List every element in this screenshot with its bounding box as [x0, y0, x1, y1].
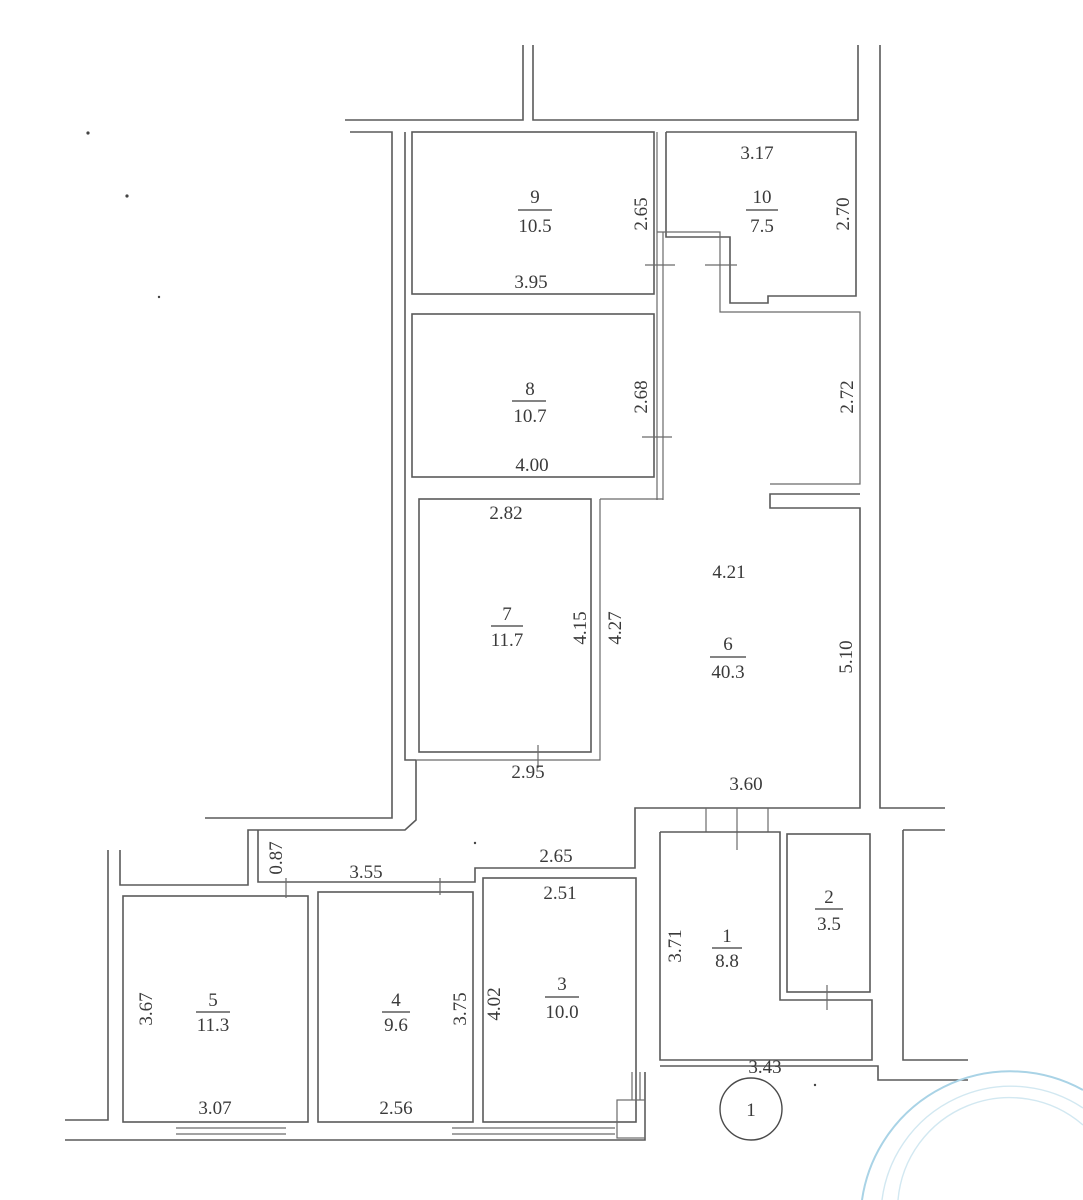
room-4-outline: [317, 878, 474, 1123]
room-label-3: 3 10.0: [545, 974, 579, 1023]
svg-text:10.7: 10.7: [513, 406, 546, 427]
svg-text:40.3: 40.3: [711, 662, 744, 683]
room-label-4: 4 9.6: [382, 990, 410, 1036]
svg-text:7: 7: [502, 604, 512, 625]
dim-passage: 0.87: [266, 841, 287, 874]
dim-r1-height: 3.71: [665, 929, 686, 962]
room-label-6: 6 40.3: [710, 634, 746, 683]
room-8-outline: [411, 313, 672, 478]
corridor-walls: [645, 132, 861, 500]
room-6-walls: [705, 808, 769, 850]
dim-r9-height: 2.65: [631, 197, 652, 230]
svg-text:3.5: 3.5: [817, 914, 841, 935]
room-1-outline: [659, 831, 873, 1061]
svg-text:4: 4: [391, 990, 401, 1011]
room-label-7: 7 11.7: [491, 604, 524, 651]
dim-r3-top: 2.51: [543, 883, 576, 904]
dim-r7-height: 4.15: [570, 611, 591, 644]
svg-text:9: 9: [530, 187, 540, 208]
svg-text:6: 6: [723, 634, 733, 655]
dim-r10-width: 3.17: [740, 143, 773, 164]
room-3-outline: [482, 877, 646, 1139]
svg-text:9.6: 9.6: [384, 1015, 408, 1036]
scan-specks: [86, 131, 817, 1087]
windows: [176, 1127, 615, 1135]
room-2-outline: [786, 833, 871, 1010]
dim-r1-width: 3.43: [748, 1057, 781, 1078]
room-10-outline: [665, 131, 857, 304]
vertical-dimension-labels: 2.65 2.70 2.68 2.72 4.15 4.27 5.10 0.87 …: [136, 197, 858, 1025]
dim-r8-width: 4.00: [515, 455, 548, 476]
dim-r6-height: 5.10: [836, 640, 857, 673]
dim-r10-height: 2.70: [833, 197, 854, 230]
dim-hall: 3.55: [349, 862, 382, 883]
dim-r5-height: 3.67: [136, 992, 157, 1025]
svg-text:7.5: 7.5: [750, 216, 774, 237]
dimension-labels: 3.95 3.17 4.00 2.82 2.95 4.21 3.60 3.55 …: [198, 143, 781, 1119]
room-label-9: 9 10.5: [518, 187, 552, 237]
room-label-1: 1 8.8: [712, 926, 742, 972]
dim-r4-width: 2.56: [379, 1098, 412, 1119]
dim-r6-left: 4.27: [605, 611, 626, 644]
svg-text:11.3: 11.3: [197, 1015, 230, 1036]
entrance-marker: 1: [719, 1077, 783, 1141]
dim-r5-width: 3.07: [198, 1098, 231, 1119]
room-label-2: 2 3.5: [815, 887, 843, 935]
room-label-5: 5 11.3: [196, 990, 230, 1036]
svg-text:8.8: 8.8: [715, 951, 739, 972]
svg-text:1: 1: [746, 1100, 756, 1121]
dim-r9-width: 3.95: [514, 272, 547, 293]
svg-text:2: 2: [824, 887, 834, 908]
dim-r6-bottom: 3.60: [729, 774, 762, 795]
dim-corridor-height: 2.72: [837, 380, 858, 413]
official-stamp: [861, 1070, 1083, 1200]
dim-r7-top: 2.82: [489, 503, 522, 524]
dim-r3-top-outer: 2.65: [539, 846, 572, 867]
dim-r8-height: 2.68: [631, 380, 652, 413]
room-5-outline: [122, 878, 309, 1123]
room-7-outline: [416, 498, 663, 768]
room-label-10: 10 7.5: [746, 187, 778, 237]
svg-text:5: 5: [208, 990, 218, 1011]
room-9-outline: [411, 131, 655, 295]
svg-text:1: 1: [722, 926, 732, 947]
svg-text:11.7: 11.7: [491, 630, 524, 651]
room-label-8: 8 10.7: [512, 379, 547, 427]
svg-text:3: 3: [557, 974, 567, 995]
dim-r3-height: 4.02: [484, 987, 505, 1020]
dim-r4-height: 3.75: [450, 992, 471, 1025]
svg-text:10: 10: [753, 187, 772, 208]
dim-r7-bottom: 2.95: [511, 762, 544, 783]
svg-text:8: 8: [525, 379, 535, 400]
svg-text:10.0: 10.0: [545, 1002, 578, 1023]
svg-text:10.5: 10.5: [518, 216, 551, 237]
outer-walls: [65, 45, 968, 1141]
dim-r6-width: 4.21: [712, 562, 745, 583]
